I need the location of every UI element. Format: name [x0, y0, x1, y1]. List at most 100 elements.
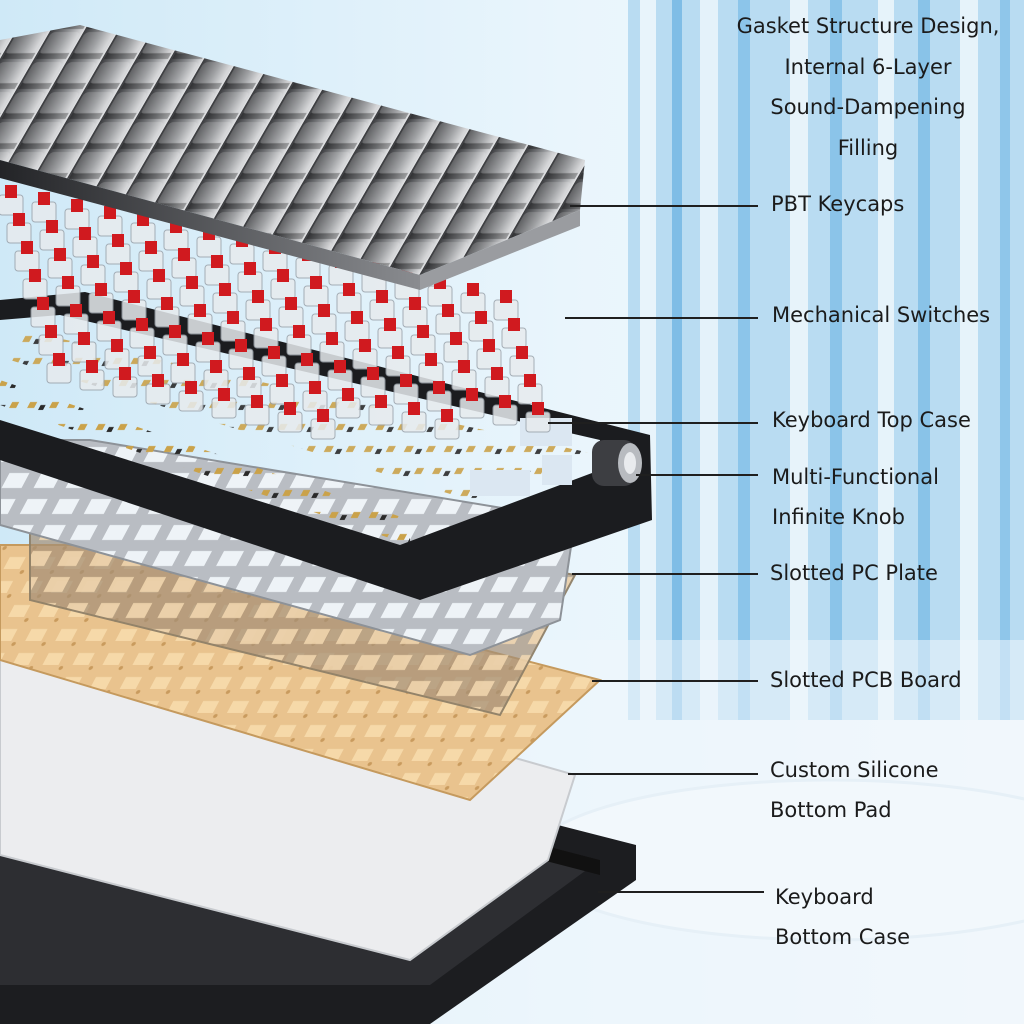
switch — [154, 297, 180, 328]
switch — [311, 304, 337, 335]
label-silicone-bottom-pad: Custom Silicone Bottom Pad — [770, 750, 939, 830]
switch — [237, 262, 263, 293]
switch — [451, 360, 477, 391]
switch — [178, 381, 204, 412]
switch — [46, 353, 72, 384]
switch — [335, 388, 361, 419]
background-curtain — [628, 0, 1024, 720]
switch — [22, 269, 48, 300]
switch — [492, 395, 518, 426]
switch — [344, 311, 370, 342]
switch — [71, 332, 97, 363]
label-line: Multi-Functional — [772, 465, 939, 489]
switch — [385, 346, 411, 377]
switch — [302, 381, 328, 412]
switch — [319, 332, 345, 363]
switch — [138, 241, 164, 272]
switch — [129, 318, 155, 349]
switch — [377, 318, 403, 349]
switch — [435, 304, 461, 335]
switch — [459, 388, 485, 419]
switch — [31, 192, 57, 223]
switch — [460, 283, 486, 314]
switch — [336, 283, 362, 314]
switch — [212, 283, 238, 314]
title-line: Gasket Structure Design, — [736, 14, 1000, 38]
switch — [203, 360, 229, 391]
switch — [171, 248, 197, 279]
label-line: Infinite Knob — [772, 505, 905, 529]
switch — [476, 339, 502, 370]
switch — [96, 311, 122, 342]
leader-lines — [548, 205, 764, 893]
switch — [402, 297, 428, 328]
switch — [195, 332, 221, 363]
switch — [286, 325, 312, 356]
switch — [64, 199, 90, 230]
switch — [6, 213, 32, 244]
switch — [79, 360, 105, 391]
label-line: Mechanical Switches — [772, 303, 991, 327]
label-line: Bottom Case — [775, 925, 911, 949]
switch — [468, 311, 494, 342]
switch — [112, 367, 138, 398]
title-line: Internal 6-Layer — [784, 54, 952, 79]
switch — [253, 318, 279, 349]
switch — [401, 402, 427, 433]
feature-title: Gasket Structure Design, Internal 6-Laye… — [728, 6, 1008, 168]
keycaps-layer — [0, 25, 585, 290]
switch — [393, 374, 419, 405]
switches-layer — [0, 185, 551, 440]
switch — [368, 395, 394, 426]
label-line: PBT Keycaps — [771, 192, 905, 216]
infinite-knob — [592, 440, 642, 486]
switch — [410, 325, 436, 356]
label-slotted-pc-plate: Slotted PC Plate — [770, 553, 938, 593]
switch — [146, 269, 172, 300]
switch — [220, 311, 246, 342]
switch — [303, 276, 329, 307]
label-keyboard-bottom-case: Keyboard Bottom Case — [775, 877, 910, 957]
switch — [55, 276, 81, 307]
switch — [211, 388, 237, 419]
switch — [14, 241, 40, 272]
switch — [47, 248, 73, 279]
switch — [270, 269, 296, 300]
switch — [38, 325, 64, 356]
switch — [104, 339, 130, 370]
title-line: Sound-Dampening — [770, 95, 966, 119]
label-mechanical-switches: Mechanical Switches — [772, 295, 990, 335]
switch — [121, 290, 147, 321]
switch — [360, 367, 386, 398]
switch — [204, 255, 230, 286]
switch — [278, 297, 304, 328]
switch — [105, 234, 131, 265]
switch — [179, 276, 205, 307]
switch — [352, 339, 378, 370]
label-keyboard-top-case: Keyboard Top Case — [772, 400, 971, 440]
label-slotted-pcb-board: Slotted PCB Board — [770, 660, 962, 700]
switch — [170, 353, 196, 384]
switch — [236, 367, 262, 398]
switch — [145, 374, 171, 405]
switch — [517, 374, 543, 405]
switch — [63, 304, 89, 335]
switch — [426, 381, 452, 412]
switch — [277, 402, 303, 433]
switch — [113, 262, 139, 293]
switch — [245, 290, 271, 321]
switch — [269, 374, 295, 405]
label-line: Keyboard Top Case — [772, 408, 971, 432]
switch — [162, 325, 188, 356]
switch — [493, 290, 519, 321]
switch — [187, 304, 213, 335]
label-line: Keyboard — [775, 885, 874, 909]
title-line: Filling — [837, 135, 899, 160]
label-line: Slotted PCB Board — [770, 668, 962, 692]
switch — [434, 409, 460, 440]
switch — [80, 255, 106, 286]
label-line: Bottom Pad — [770, 798, 892, 822]
switch — [137, 346, 163, 377]
label-line: Custom Silicone — [770, 758, 939, 782]
